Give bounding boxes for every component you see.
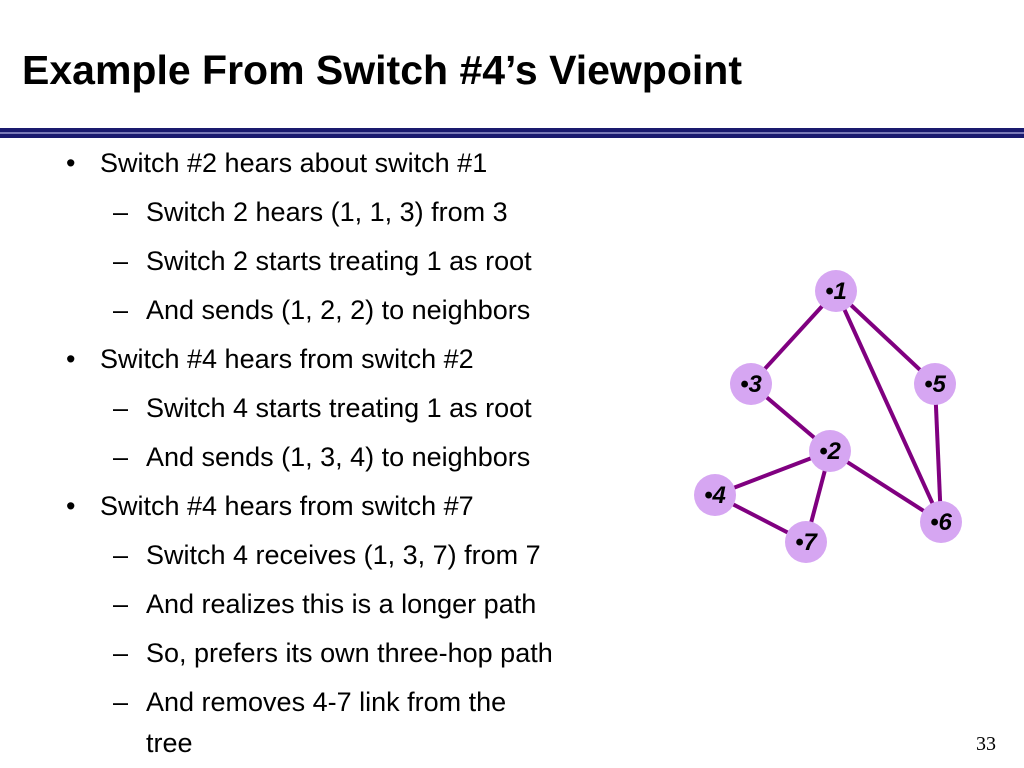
sub-bullet-text: And realizes this is a longer path — [146, 589, 537, 619]
sub-bullet-text: And sends (1, 3, 4) to neighbors — [146, 442, 531, 472]
dash-marker: – — [113, 638, 129, 668]
bullet-item: • Switch #4 hears from switch #7 — [66, 490, 474, 522]
graph-nodes: •1 •3 •5 •2 •4 •6 •7 — [694, 270, 962, 563]
edge-1-5 — [834, 289, 937, 386]
dash-marker: – — [113, 589, 129, 619]
sub-bullet-text: Switch 2 hears (1, 1, 3) from 3 — [146, 197, 508, 227]
sub-bullet-item: – Switch 4 starts treating 1 as root — [113, 392, 532, 424]
bullet-item: • Switch #2 hears about switch #1 — [66, 147, 488, 179]
slide-title: Example From Switch #4’s Viewpoint — [22, 47, 742, 93]
sub-bullet-text: And removes 4-7 link from the — [146, 687, 507, 717]
sub-bullet-item: – And sends (1, 2, 2) to neighbors — [113, 294, 531, 326]
node-3 — [730, 363, 772, 405]
sub-bullet-text: Switch 4 receives (1, 3, 7) from 7 — [146, 540, 541, 570]
sub-bullet-item: – So, prefers its own three-hop path — [113, 637, 553, 669]
node-label-5: •5 — [924, 371, 946, 398]
dash-marker: – — [113, 197, 129, 227]
dash-marker: – — [113, 442, 129, 472]
sub-bullet-text: And sends (1, 2, 2) to neighbors — [146, 295, 531, 325]
node-4 — [694, 474, 736, 516]
bullet-marker: • — [66, 344, 76, 374]
sub-bullet-item: – And realizes this is a longer path — [113, 588, 537, 620]
node-label-3: •3 — [740, 371, 762, 398]
dash-marker: – — [113, 246, 129, 276]
bullet-marker: • — [66, 491, 76, 521]
bullet-marker: • — [66, 148, 76, 178]
title-divider — [0, 128, 1024, 138]
node-7 — [785, 521, 827, 563]
sub-bullet-item: – Switch 2 hears (1, 1, 3) from 3 — [113, 196, 508, 228]
dash-marker: – — [113, 540, 129, 570]
node-label-4: •4 — [704, 482, 726, 509]
graph-edges — [714, 289, 943, 544]
bullet-text: Switch #2 hears about switch #1 — [100, 148, 488, 178]
sub-bullet-text: Switch 4 starts treating 1 as root — [146, 393, 532, 423]
bullet-text: Switch #4 hears from switch #7 — [100, 491, 474, 521]
node-label-6: •6 — [930, 509, 952, 536]
dash-marker: – — [113, 687, 129, 717]
sub-bullet-text: Switch 2 starts treating 1 as root — [146, 246, 532, 276]
node-2 — [809, 430, 851, 472]
node-6 — [920, 501, 962, 543]
sub-bullet-item: – Switch 4 receives (1, 3, 7) from 7 — [113, 539, 541, 571]
bullet-text: Switch #4 hears from switch #2 — [100, 344, 474, 374]
node-5 — [914, 363, 956, 405]
edge-5-6 — [933, 383, 943, 523]
bullet-item: • Switch #4 hears from switch #2 — [66, 343, 474, 375]
dash-marker: – — [113, 393, 129, 423]
node-label-7: •7 — [795, 529, 818, 556]
sub-bullet-item: – And sends (1, 3, 4) to neighbors — [113, 441, 531, 473]
edge-1-6 — [834, 290, 943, 523]
edge-2-6 — [828, 449, 943, 524]
node-1 — [815, 270, 857, 312]
dash-marker: – — [113, 295, 129, 325]
node-label-2: •2 — [819, 438, 841, 465]
sub-bullet-text: So, prefers its own three-hop path — [146, 638, 553, 668]
node-label-1: •1 — [825, 278, 847, 305]
sub-bullet-continuation: tree — [146, 728, 193, 758]
page-number: 33 — [976, 733, 996, 755]
sub-bullet-item: – And removes 4-7 link from the — [113, 686, 507, 718]
sub-bullet-item: – Switch 2 starts treating 1 as root — [113, 245, 532, 277]
